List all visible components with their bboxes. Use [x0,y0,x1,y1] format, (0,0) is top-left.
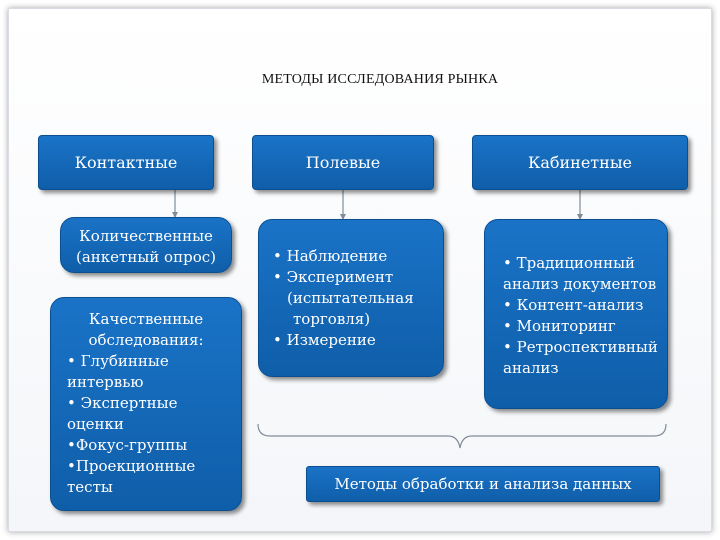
qualitative-box: Качественные обследования: • Глубинные и… [50,297,242,511]
header-desk: Кабинетные [472,135,688,190]
quantitative-line-2: (анкетный опрос) [61,247,231,268]
desk-line-6: анализ [503,358,663,379]
header-field: Полевые [252,135,434,190]
qualitative-line-8: •Проекционные [67,456,235,477]
field-methods-box: • Наблюдение • Эксперимент (испытательна… [258,219,444,377]
desk-line-4: • Мониторинг [503,316,663,337]
field-line-2: • Эксперимент [273,267,437,288]
qualitative-line-1: Качественные [67,309,235,330]
quantitative-box: Количественные (анкетный опрос) [60,217,232,273]
desk-line-2: анализ документов [503,274,663,295]
qualitative-line-7: •Фокус-группы [67,435,235,456]
field-line-4: торговля) [273,309,437,330]
desk-line-1: • Традиционный [503,253,663,274]
desk-line-3: • Контент-анализ [503,295,663,316]
qualitative-line-2: обследования: [67,330,235,351]
qualitative-line-6: оценки [67,414,235,435]
field-line-5: • Измерение [273,330,437,351]
quantitative-line-1: Количественные [61,226,231,247]
qualitative-line-5: • Экспертные [67,393,235,414]
qualitative-line-9: тесты [67,477,235,498]
processing-box: Методы обработки и анализа данных [306,466,660,502]
qualitative-line-3: • Глубинные [67,351,235,372]
desk-methods-box: • Традиционный анализ документов • Конте… [484,219,668,409]
brace [258,424,666,448]
desk-line-5: • Ретроспективный [503,337,663,358]
header-desk-label: Кабинетные [528,153,632,172]
field-line-3: (испытательная [273,288,437,309]
header-contact: Контактные [38,135,214,190]
processing-label: Методы обработки и анализа данных [334,475,631,493]
field-line-1: • Наблюдение [273,246,437,267]
header-field-label: Полевые [306,153,380,172]
qualitative-line-4: интервью [67,372,235,393]
header-contact-label: Контактные [75,153,178,172]
